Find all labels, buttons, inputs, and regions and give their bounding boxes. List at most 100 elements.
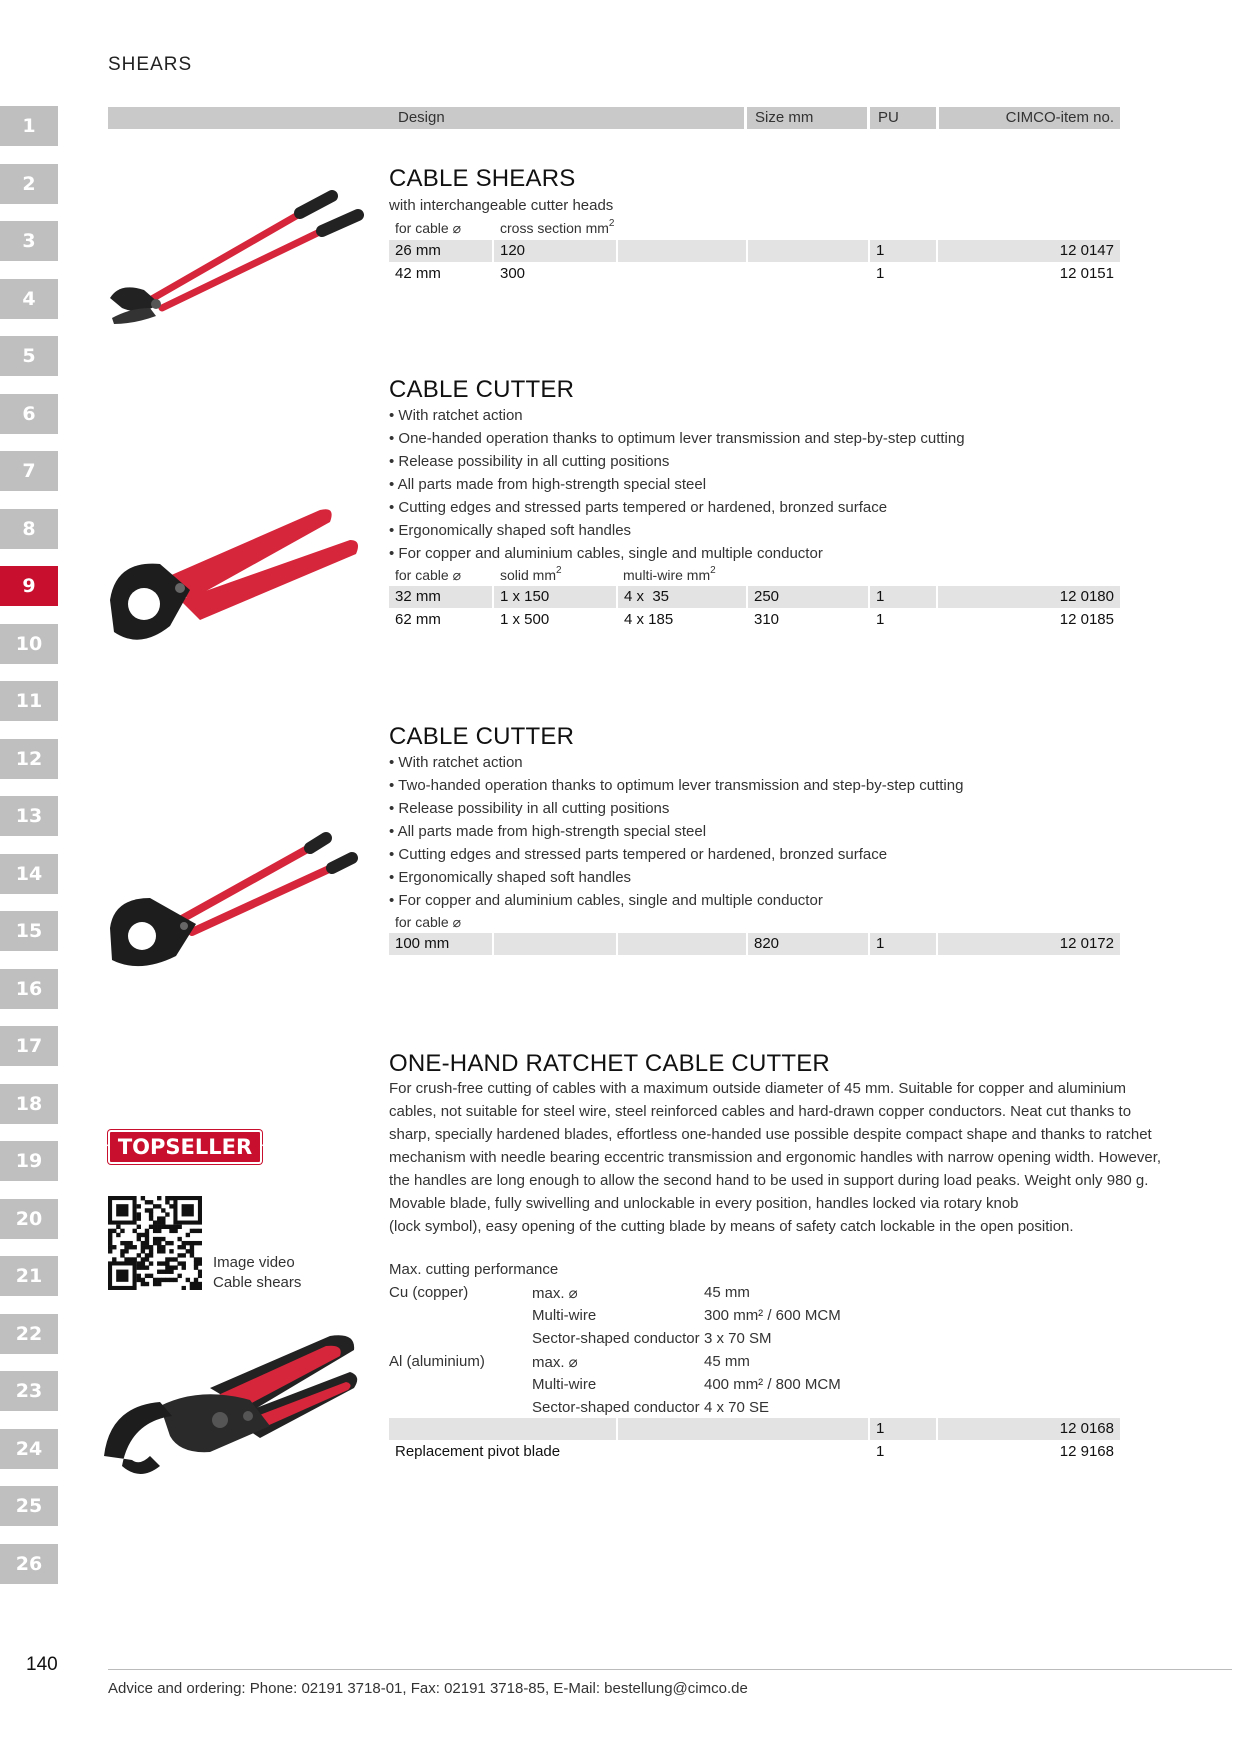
- footer-divider: [108, 1669, 1232, 1670]
- chapter-tab-23[interactable]: 23: [0, 1371, 58, 1411]
- chapter-tab-4[interactable]: 4: [0, 278, 58, 319]
- cable-shears-image: [110, 190, 364, 324]
- qr-code-icon[interactable]: [108, 1196, 202, 1290]
- header-item-no: CIMCO-item no.: [939, 107, 1120, 129]
- chapter-tab-8[interactable]: 8: [0, 508, 58, 549]
- table-cell-item: 12 0180: [938, 586, 1120, 608]
- table-cell: 1 x 150: [494, 586, 616, 608]
- chapter-tab-9[interactable]: 9: [0, 566, 58, 606]
- header-design: Design: [108, 107, 744, 129]
- performance-label: Multi-wire: [532, 1376, 597, 1393]
- description-line: For crush-free cutting of cables with a …: [389, 1080, 1126, 1097]
- performance-value: 3 x 70 SM: [704, 1330, 772, 1347]
- qr-caption-line-1: Image video: [213, 1254, 295, 1271]
- col-label-solid: solid mm2: [500, 565, 562, 583]
- feature-bullet: • Release possibility in all cutting pos…: [389, 453, 670, 470]
- description-line: cables, not suitable for steel wire, ste…: [389, 1103, 1132, 1120]
- qr-caption-line-2: Cable shears: [213, 1274, 302, 1291]
- chapter-tab-11[interactable]: 11: [0, 681, 58, 721]
- cable-cutter-ratchet-image: [110, 509, 358, 640]
- feature-bullet: • Cutting edges and stressed parts tempe…: [389, 499, 888, 516]
- performance-value: 45 mm: [704, 1353, 750, 1370]
- performance-mat: Cu (copper): [389, 1284, 469, 1301]
- feature-bullet: • With ratchet action: [389, 407, 523, 424]
- performance-value: 300 mm² / 600 MCM: [704, 1307, 841, 1324]
- col-label-cable: for cable ⌀: [395, 914, 462, 930]
- table-cell: 250: [748, 586, 868, 608]
- table-cell-item: 12 0151: [1059, 265, 1114, 282]
- chapter-tab-16[interactable]: 16: [0, 968, 58, 1009]
- chapter-tab-26[interactable]: 26: [0, 1543, 58, 1584]
- chapter-tab-10[interactable]: 10: [0, 623, 58, 664]
- chapter-tab-18[interactable]: 18: [0, 1083, 58, 1124]
- table-cell-empty: [618, 240, 746, 262]
- table-cell-item: 12 0147: [938, 240, 1120, 262]
- header-size: Size mm: [747, 107, 867, 129]
- table-cell: 32 mm: [389, 586, 492, 608]
- col-label-cable: for cable ⌀: [395, 567, 462, 583]
- col-label-cross-section: cross section mm2: [500, 218, 615, 236]
- table-cell: 4 x 35: [618, 586, 746, 608]
- description-line: Movable blade, fully swivelling and unlo…: [389, 1195, 1019, 1212]
- performance-label: Sector-shaped conductor: [532, 1399, 700, 1416]
- description-line: mechanism with needle bearing eccentric …: [389, 1149, 1162, 1166]
- feature-bullet: • For copper and aluminium cables, singl…: [389, 892, 823, 909]
- feature-bullet: • Cutting edges and stressed parts tempe…: [389, 846, 888, 863]
- feature-bullet: • All parts made from high-strength spec…: [389, 823, 707, 840]
- chapter-tab-5[interactable]: 5: [0, 336, 58, 376]
- section-label: SHEARS: [108, 54, 193, 75]
- chapter-tab-1[interactable]: 1: [0, 106, 58, 146]
- table-cell: 1: [876, 265, 885, 282]
- chapter-tab-12[interactable]: 12: [0, 738, 58, 779]
- chapter-tab-19[interactable]: 19: [0, 1141, 58, 1181]
- performance-value: 4 x 70 SE: [704, 1399, 770, 1416]
- product-title-ratchet-cable-cutter: ONE-HAND RATCHET CABLE CUTTER: [389, 1050, 830, 1077]
- page-number: 140: [26, 1654, 58, 1675]
- performance-label: Sector-shaped conductor: [532, 1330, 700, 1347]
- table-cell-empty: [494, 933, 616, 955]
- chapter-tab-24[interactable]: 24: [0, 1428, 58, 1469]
- product-title-cable-cutter: CABLE CUTTER: [389, 723, 575, 750]
- performance-title: Max. cutting performance: [389, 1261, 559, 1278]
- performance-label: max. ⌀: [532, 1354, 578, 1371]
- table-cell: 42 mm: [395, 265, 441, 282]
- feature-bullet: • Ergonomically shaped soft handles: [389, 869, 632, 886]
- chapter-tab-21[interactable]: 21: [0, 1256, 58, 1296]
- feature-bullet: • For copper and aluminium cables, singl…: [389, 545, 823, 562]
- chapter-tab-14[interactable]: 14: [0, 853, 58, 894]
- table-cell-design: Replacement pivot blade: [395, 1443, 561, 1460]
- chapter-tab-17[interactable]: 17: [0, 1026, 58, 1066]
- feature-bullet: • One-handed operation thanks to optimum…: [389, 430, 965, 447]
- table-cell: 1: [876, 1443, 885, 1460]
- feature-bullet: • With ratchet action: [389, 754, 523, 771]
- table-cell: 4 x 185: [624, 611, 674, 628]
- chapter-tab-25[interactable]: 25: [0, 1486, 58, 1526]
- chapter-tab-3[interactable]: 3: [0, 221, 58, 261]
- table-cell: [389, 1418, 616, 1440]
- table-cell: 1: [870, 240, 936, 262]
- header-pu: PU: [870, 107, 936, 129]
- chapter-tab-6[interactable]: 6: [0, 393, 58, 434]
- col-label-multi-wire: multi-wire mm2: [623, 565, 716, 583]
- feature-bullet: • Release possibility in all cutting pos…: [389, 800, 670, 817]
- table-cell-item: 12 0172: [938, 933, 1120, 955]
- chapter-tab-7[interactable]: 7: [0, 451, 58, 491]
- performance-value: 400 mm² / 800 MCM: [704, 1376, 841, 1393]
- table-cell-item: 12 0185: [1059, 611, 1114, 628]
- chapter-tab-22[interactable]: 22: [0, 1313, 58, 1354]
- chapter-tab-20[interactable]: 20: [0, 1198, 58, 1239]
- table-cell-empty: [618, 1418, 868, 1440]
- chapter-tab-13[interactable]: 13: [0, 796, 58, 836]
- performance-label: Multi-wire: [532, 1307, 597, 1324]
- col-label-cable: for cable ⌀: [395, 220, 462, 236]
- table-cell: 1: [876, 611, 885, 628]
- description-line: (lock symbol), easy opening of the cutti…: [389, 1218, 1074, 1235]
- table-cell: 26 mm: [389, 240, 492, 262]
- chapter-tab-15[interactable]: 15: [0, 911, 58, 951]
- ratchet-cable-cutter-image: [104, 1335, 358, 1474]
- product-title-cable-cutter: CABLE CUTTER: [389, 376, 575, 403]
- chapter-tab-2[interactable]: 2: [0, 163, 58, 204]
- star-icon: ★: [252, 1135, 279, 1159]
- table-cell: 1: [870, 933, 936, 955]
- table-cell: 100 mm: [389, 933, 492, 955]
